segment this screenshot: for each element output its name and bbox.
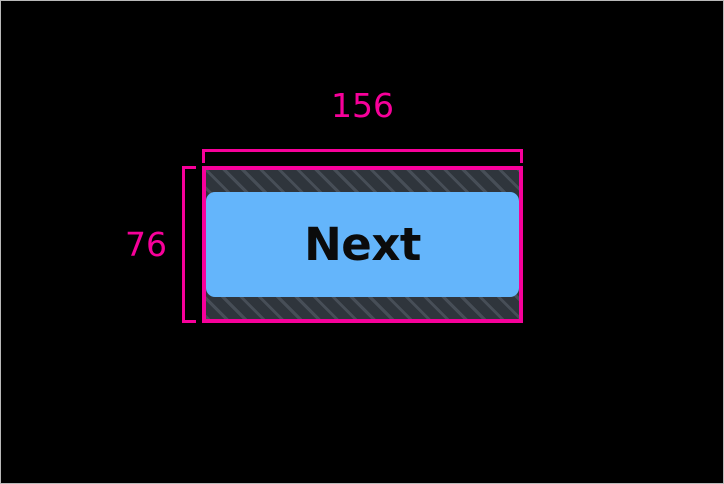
height-bracket-line (182, 166, 185, 323)
next-button[interactable]: Next (206, 192, 519, 297)
width-dimension-label: 156 (331, 86, 394, 125)
width-bracket-right-tick (520, 149, 523, 163)
height-bracket-bottom-tick (182, 320, 196, 323)
highlighted-element-bounds: Next (202, 166, 523, 323)
height-dimension-bracket (182, 166, 196, 323)
next-button-label: Next (304, 218, 421, 271)
height-bracket-top-tick (182, 166, 196, 169)
width-dimension-bracket (202, 149, 523, 163)
width-bracket-left-tick (202, 149, 205, 163)
width-bracket-line (202, 149, 523, 152)
height-dimension-label: 76 (125, 225, 167, 264)
